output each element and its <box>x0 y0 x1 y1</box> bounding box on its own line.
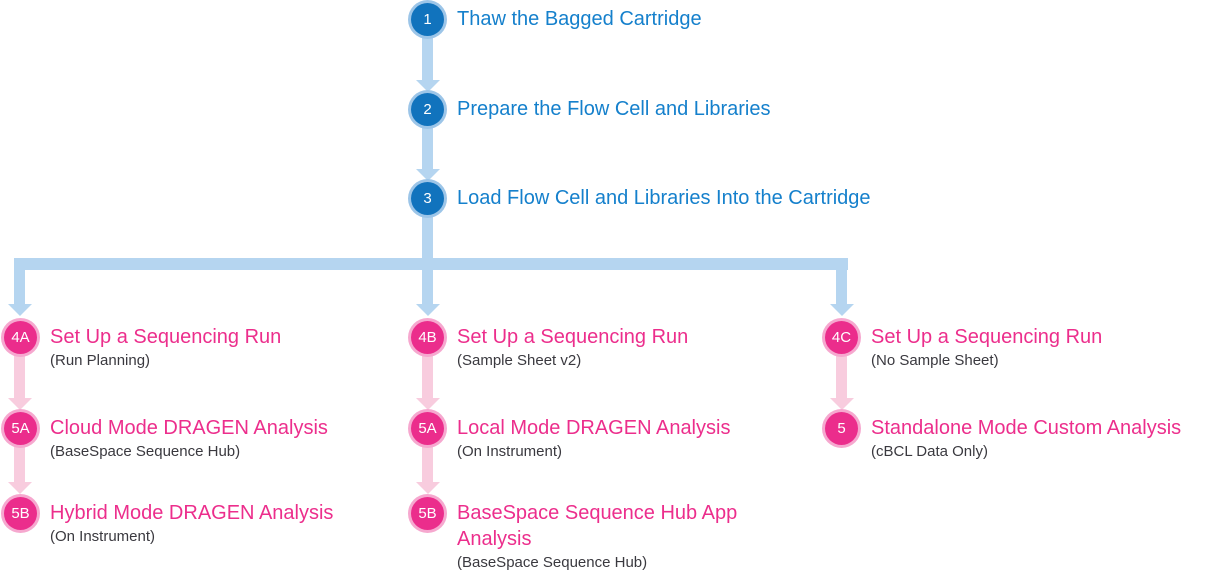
step-title: BaseSpace Sequence Hub App Analysis <box>457 502 738 550</box>
step-node-4c: 4C Set Up a Sequencing Run (No Sample Sh… <box>825 320 1103 371</box>
step-title: Set Up a Sequencing Run <box>457 326 689 348</box>
step-node-4b: 4B Set Up a Sequencing Run (Sample Sheet… <box>411 320 689 371</box>
step-number-badge: 5B <box>411 496 444 530</box>
step-title: Standalone Mode Custom Analysis <box>871 417 1182 439</box>
step-subtitle: (Sample Sheet v2) <box>457 352 582 369</box>
step-node-5a-center: 5A Local Mode DRAGEN Analysis (On Instru… <box>411 411 731 462</box>
connector-line <box>14 445 25 482</box>
connector-line <box>422 126 433 169</box>
step-number-badge: 4B <box>411 320 444 354</box>
step-node-3: 3 Load Flow Cell and Libraries Into the … <box>411 181 871 215</box>
connector-line <box>14 258 25 304</box>
step-number-badge: 5 <box>825 411 858 445</box>
step-node-4a: 4A Set Up a Sequencing Run (Run Planning… <box>4 320 282 371</box>
step-subtitle: (BaseSpace Sequence Hub) <box>50 443 241 460</box>
arrow-down-icon <box>8 398 32 410</box>
step-number-badge: 4C <box>825 320 858 354</box>
arrow-down-icon <box>416 482 440 494</box>
connector-line <box>836 354 847 398</box>
step-title: Load Flow Cell and Libraries Into the Ca… <box>457 187 871 209</box>
step-number-badge: 3 <box>411 181 444 215</box>
arrow-down-icon <box>8 304 32 316</box>
step-subtitle: (On Instrument) <box>457 443 563 460</box>
arrow-down-icon <box>416 169 440 181</box>
step-subtitle: (BaseSpace Sequence Hub) <box>457 554 648 571</box>
step-number-badge: 5B <box>4 496 37 530</box>
arrow-down-icon <box>830 398 854 410</box>
step-number-badge: 5A <box>4 411 37 445</box>
connector-line <box>422 36 433 80</box>
step-subtitle: (On Instrument) <box>50 528 156 545</box>
arrow-down-icon <box>416 304 440 316</box>
step-number-badge: 5A <box>411 411 444 445</box>
step-title: Prepare the Flow Cell and Libraries <box>457 98 771 120</box>
arrow-down-icon <box>830 304 854 316</box>
step-node-5b-left: 5B Hybrid Mode DRAGEN Analysis (On Instr… <box>4 496 334 547</box>
step-title: Set Up a Sequencing Run <box>871 326 1103 348</box>
connector-line <box>422 445 433 482</box>
step-title: Hybrid Mode DRAGEN Analysis <box>50 502 334 524</box>
arrow-down-icon <box>8 482 32 494</box>
step-subtitle: (cBCL Data Only) <box>871 443 988 460</box>
step-node-5-right: 5 Standalone Mode Custom Analysis (cBCL … <box>825 411 1182 462</box>
step-title: Cloud Mode DRAGEN Analysis <box>50 417 328 439</box>
step-node-2: 2 Prepare the Flow Cell and Libraries <box>411 92 771 126</box>
connector-line <box>422 354 433 398</box>
step-title: Local Mode DRAGEN Analysis <box>457 417 731 439</box>
step-title: Set Up a Sequencing Run <box>50 326 282 348</box>
step-title: Thaw the Bagged Cartridge <box>457 8 702 30</box>
step-number-badge: 1 <box>411 2 444 36</box>
step-node-1: 1 Thaw the Bagged Cartridge <box>411 2 702 36</box>
step-subtitle: (No Sample Sheet) <box>871 352 999 369</box>
step-subtitle: (Run Planning) <box>50 352 151 369</box>
step-number-badge: 4A <box>4 320 37 354</box>
connector-line <box>14 354 25 398</box>
step-node-5b-center: 5B BaseSpace Sequence Hub App Analysis (… <box>411 496 757 572</box>
step-node-5a-left: 5A Cloud Mode DRAGEN Analysis (BaseSpace… <box>4 411 328 462</box>
branch-connector-line <box>14 258 848 270</box>
connector-line <box>836 258 847 304</box>
arrow-down-icon <box>416 80 440 92</box>
step-number-badge: 2 <box>411 92 444 126</box>
arrow-down-icon <box>416 398 440 410</box>
